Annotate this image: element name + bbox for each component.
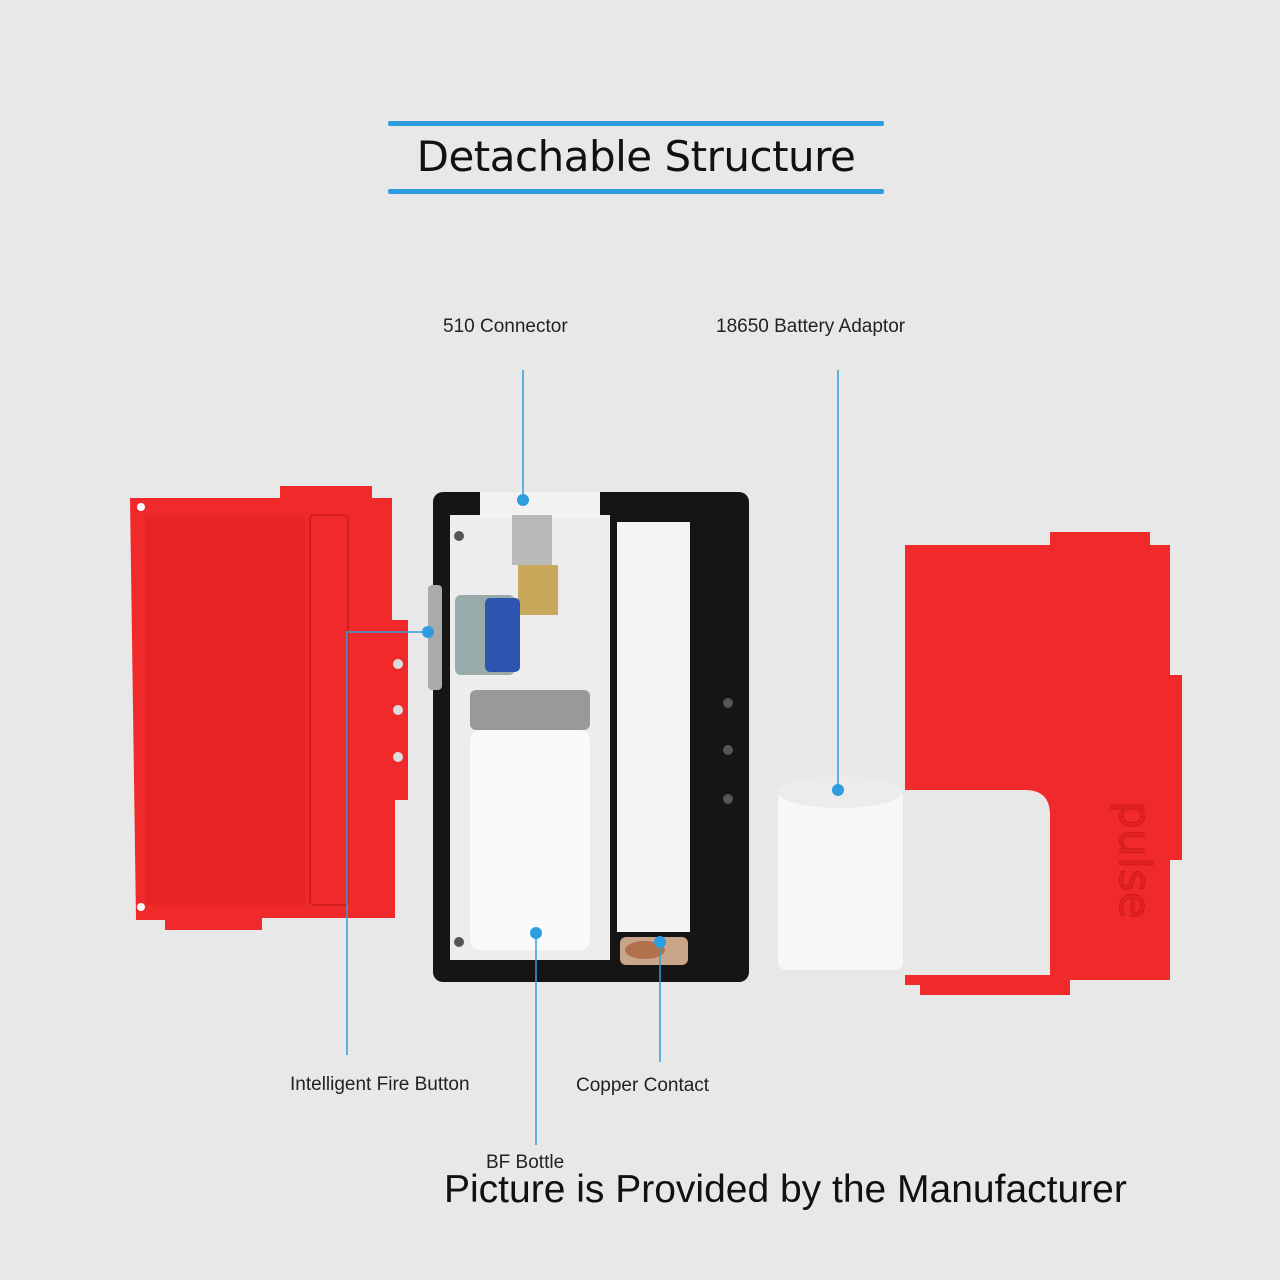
- label-510-connector: 510 Connector: [443, 316, 568, 337]
- label-fire-button: Intelligent Fire Button: [290, 1074, 470, 1095]
- bf-bottle: [470, 690, 590, 950]
- callout-dots: [422, 494, 844, 948]
- panel-logo: pulse: [1109, 801, 1160, 919]
- callout-lines: [346, 370, 839, 1145]
- manufacturer-note: Picture is Provided by the Manufacturer: [444, 1168, 1127, 1211]
- connector-assembly: [455, 515, 558, 675]
- battery-adaptor: [778, 776, 903, 970]
- left-side-panel: [130, 486, 408, 930]
- label-copper-contact: Copper Contact: [576, 1075, 710, 1096]
- title-rule-bottom: [388, 189, 884, 194]
- label-battery-adaptor: 18650 Battery Adaptor: [716, 316, 906, 337]
- title-rule-top: [388, 121, 884, 126]
- label-bf-bottle: BF Bottle: [486, 1152, 565, 1173]
- right-side-panel: pulse: [905, 532, 1182, 995]
- page-title: Detachable Structure: [416, 132, 856, 181]
